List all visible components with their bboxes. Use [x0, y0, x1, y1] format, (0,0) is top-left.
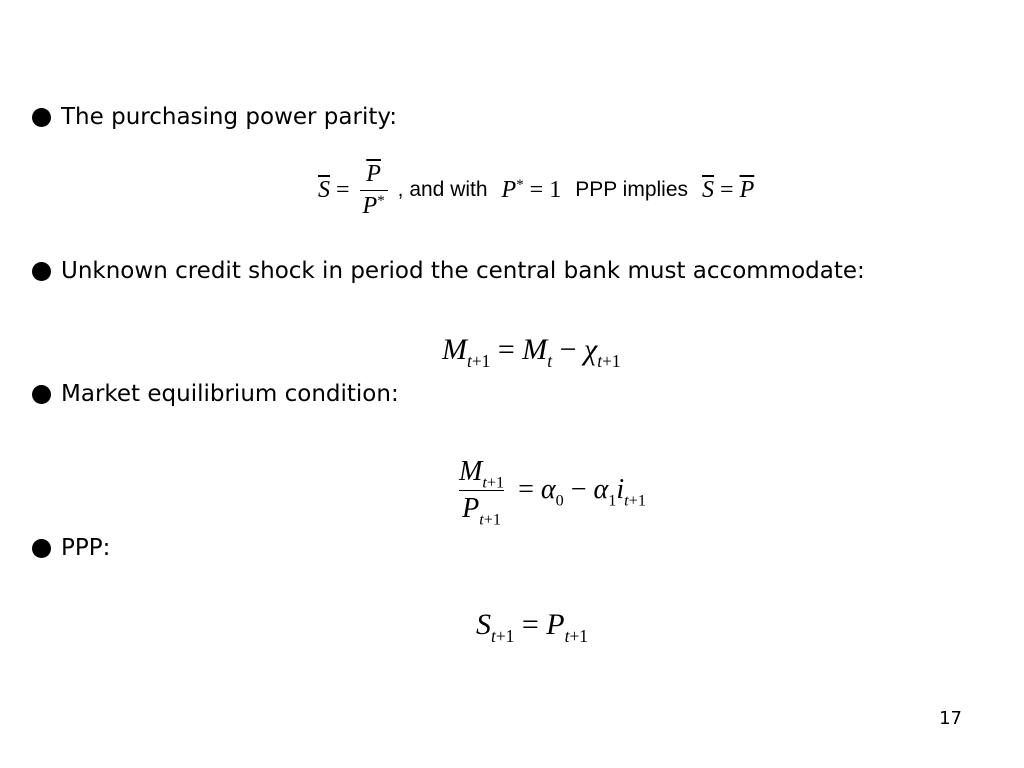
math-p-bar: P — [366, 160, 381, 187]
math-fraction: P P* — [359, 160, 388, 220]
math-equals: = — [511, 474, 541, 505]
math-i: it+1 — [616, 474, 646, 510]
bullet-dot-icon — [32, 262, 51, 281]
equation-ppp-definition: S = P P* , and with P* = 1 PPP implies S… — [318, 150, 754, 230]
math-chi: χt+1 — [584, 333, 621, 371]
math-fraction: Mt+1 Pt+1 — [456, 455, 507, 527]
math-s: St+1 — [476, 608, 515, 646]
math-p-star: P* — [359, 189, 388, 220]
math-p-star: P* — [501, 176, 524, 203]
equation-money-supply: Mt+1 = Mt − χt+1 — [442, 330, 621, 370]
math-equals-one: = 1 — [523, 176, 562, 203]
equation-connector-text: PPP implies — [575, 178, 689, 201]
equation-money-market: Mt+1 Pt+1 = α0 − α1 it+1 — [452, 450, 646, 530]
math-alpha: α1 — [593, 474, 617, 510]
math-s-bar: S — [702, 176, 715, 203]
bullet-text: The purchasing power parity: — [61, 104, 398, 130]
math-p-bar: P — [739, 176, 755, 203]
bullet-text: PPP: — [61, 535, 111, 561]
bullet-market-equilibrium: Market equilibrium condition: — [32, 383, 399, 406]
bullet-dot-icon — [32, 539, 51, 558]
math-equals: = — [330, 176, 356, 203]
bullet-ppp: PPP: — [32, 537, 110, 560]
math-equals: = — [490, 333, 523, 366]
math-m: Mt+1 — [442, 333, 491, 371]
math-p: Pt+1 — [459, 489, 505, 527]
math-s-bar: S — [318, 176, 330, 203]
bullet-credit-shock: Unknown credit shock in period the centr… — [32, 260, 865, 283]
math-m: Mt+1 — [459, 455, 505, 491]
math-minus: − — [552, 333, 585, 366]
equation-ppp-future: St+1 = Pt+1 — [476, 605, 588, 645]
math-equals: = — [514, 608, 547, 641]
math-p: Pt+1 — [546, 608, 588, 646]
bullet-text: Unknown credit shock in period the centr… — [61, 258, 865, 284]
math-equals: = — [714, 176, 740, 203]
math-minus: − — [563, 474, 594, 505]
math-m: Mt — [522, 333, 553, 371]
equation-connector-text: , and with — [397, 178, 488, 201]
bullet-dot-icon — [32, 385, 51, 404]
bullet-dot-icon — [32, 108, 51, 127]
math-alpha: α0 — [540, 474, 564, 510]
bullet-purchasing-power-parity: The purchasing power parity: — [32, 106, 397, 129]
page-number: 17 — [939, 708, 962, 729]
bullet-text: Market equilibrium condition: — [61, 381, 399, 407]
